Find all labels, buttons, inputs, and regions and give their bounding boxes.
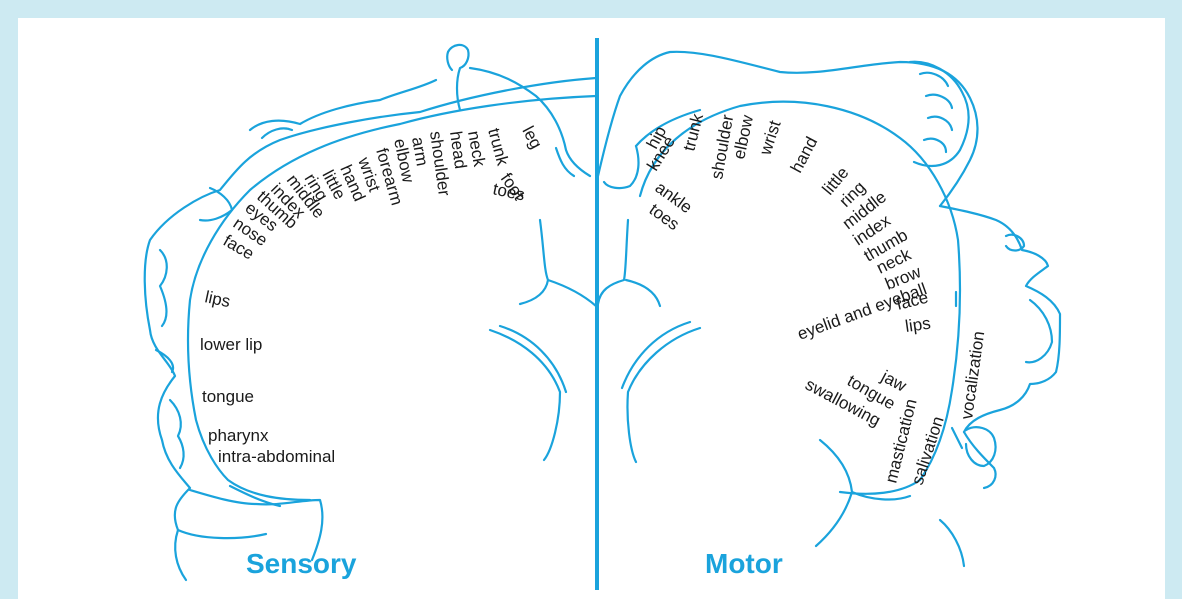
- sensory-label-pharynx: pharynx: [208, 426, 269, 445]
- motor-label-vocalization: vocalization: [957, 330, 988, 421]
- motor-cortex-outline: [598, 52, 1060, 566]
- sensory-labels: leg trunk neck head foot toes shoulder a…: [200, 123, 546, 466]
- motor-label-hand: hand: [787, 134, 822, 176]
- motor-label-trunk: trunk: [679, 111, 707, 153]
- sensory-label-tongue: tongue: [202, 387, 254, 406]
- motor-labels: hip knee trunk shoulder elbow wrist hand…: [643, 111, 989, 487]
- sensory-label-leg: leg: [518, 123, 545, 152]
- motor-title: Motor: [705, 548, 783, 579]
- sensory-title: Sensory: [246, 548, 357, 579]
- sensory-label-lips: lips: [203, 287, 232, 311]
- motor-salivation-bracket: [952, 428, 962, 448]
- sensory-label-lower-lip: lower lip: [200, 335, 262, 354]
- motor-label-wrist: wrist: [755, 118, 784, 158]
- motor-label-lips: lips: [904, 314, 932, 336]
- sensory-label-intra-abdominal: intra-abdominal: [218, 447, 335, 466]
- sensory-cortex-outline: [145, 45, 596, 580]
